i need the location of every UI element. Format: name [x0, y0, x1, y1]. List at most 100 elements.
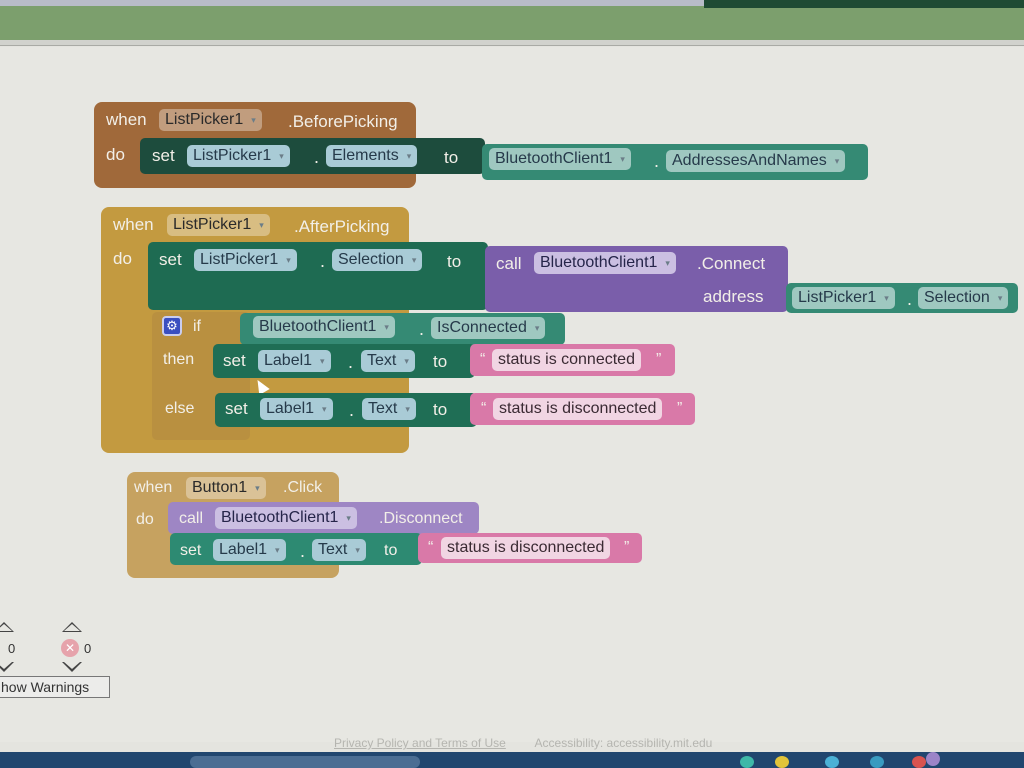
property-dropdown-selection[interactable]: Selection ▾ [918, 287, 1009, 309]
show-warnings-button[interactable]: how Warnings [0, 676, 110, 698]
gear-icon[interactable]: ⚙ [162, 316, 182, 336]
dot-separator: . [654, 151, 660, 171]
taskbar-search-box[interactable] [190, 756, 420, 768]
close-quote: ” [656, 351, 662, 368]
component-dropdown-bluetoothclient1[interactable]: BluetoothClient1 ▾ [534, 252, 676, 274]
error-next-arrow-icon[interactable] [62, 662, 82, 672]
chevron-down-icon: ▾ [404, 356, 409, 366]
dropdown-value: AddressesAndNames [672, 152, 827, 169]
else-keyword: else [165, 400, 195, 417]
chrome-icon[interactable] [912, 756, 926, 768]
footer: Privacy Policy and Terms of Use Accessib… [334, 736, 712, 750]
set-keyword: set [225, 399, 248, 418]
error-prev-arrow-icon[interactable] [62, 622, 82, 632]
component-dropdown-listpicker1[interactable]: ListPicker1 ▾ [159, 109, 262, 131]
warning-count: 0 [8, 641, 16, 656]
property-dropdown-selection[interactable]: Selection ▾ [332, 249, 423, 271]
text-value-field[interactable]: status is connected [492, 349, 641, 371]
if-keyword: if [193, 318, 201, 335]
method-name: .Disconnect [379, 510, 463, 527]
component-dropdown-label1[interactable]: Label1 ▾ [260, 398, 333, 420]
dot-separator: . [349, 400, 355, 420]
dropdown-value: Text [367, 352, 397, 369]
warning-next-arrow-icon[interactable] [0, 662, 14, 672]
dropdown-value: Label1 [266, 400, 315, 417]
property-dropdown-addresses-and-names[interactable]: AddressesAndNames ▾ [666, 150, 846, 172]
property-dropdown-is-connected[interactable]: IsConnected ▾ [431, 317, 546, 339]
browser-top-dark [704, 0, 1024, 8]
chevron-down-icon: ▾ [997, 293, 1003, 303]
chevron-down-icon: ▾ [279, 151, 284, 161]
dropdown-value: Label1 [219, 541, 268, 558]
do-keyword: do [113, 249, 132, 268]
property-dropdown-text[interactable]: Text ▾ [362, 398, 416, 420]
property-dropdown-text[interactable]: Text ▾ [361, 350, 415, 372]
dropdown-value: IsConnected [437, 319, 527, 336]
component-dropdown-listpicker1[interactable]: ListPicker1 ▾ [167, 214, 270, 236]
text-value-field[interactable]: status is disconnected [493, 398, 663, 420]
close-quote: ” [624, 539, 630, 556]
set-keyword: set [159, 250, 182, 269]
component-dropdown-listpicker1[interactable]: ListPicker1 ▾ [194, 249, 297, 271]
chevron-down-icon: ▾ [355, 545, 360, 555]
chevron-down-icon: ▾ [255, 483, 260, 493]
error-count: 0 [84, 641, 92, 656]
chevron-down-icon: ▾ [320, 356, 325, 366]
component-dropdown-bluetoothclient1[interactable]: BluetoothClient1 ▾ [489, 148, 631, 170]
chevron-down-icon: ▾ [346, 513, 351, 523]
property-dropdown-elements[interactable]: Elements ▾ [326, 145, 418, 167]
taskbar-app-icon[interactable] [775, 756, 789, 768]
text-value: status is disconnected [447, 539, 605, 556]
taskbar-app-icon[interactable] [740, 756, 754, 768]
event-name: .BeforePicking [288, 112, 398, 131]
accessibility-link[interactable]: Accessibility: accessibility.mit.edu [534, 736, 713, 750]
os-taskbar [0, 752, 1024, 768]
method-name: .Connect [697, 254, 766, 273]
chevron-down-icon: ▾ [406, 151, 412, 161]
set-label-text-connected[interactable] [213, 344, 475, 378]
dot-separator: . [907, 289, 913, 309]
dropdown-value: BluetoothClient1 [259, 318, 377, 335]
component-dropdown-label1[interactable]: Label1 ▾ [213, 539, 286, 561]
dropdown-value: Text [318, 541, 348, 558]
set-keyword: set [152, 146, 175, 165]
chevron-down-icon: ▾ [665, 258, 670, 268]
dropdown-value: ListPicker1 [165, 111, 244, 128]
event-name: .Click [283, 479, 323, 496]
component-dropdown-bluetoothclient1[interactable]: BluetoothClient1 ▾ [253, 316, 395, 338]
browser-top-strip [0, 0, 1024, 6]
chevron-down-icon: ▾ [884, 293, 889, 303]
when-keyword: when [134, 479, 173, 496]
text-value-field[interactable]: status is disconnected [441, 537, 611, 559]
chevron-down-icon: ▾ [384, 322, 389, 332]
taskbar-app-icon[interactable] [870, 756, 884, 768]
component-dropdown-label1[interactable]: Label1 ▾ [258, 350, 331, 372]
dropdown-value: BluetoothClient1 [495, 150, 613, 167]
do-keyword: do [106, 145, 125, 164]
to-keyword: to [444, 148, 459, 167]
component-dropdown-button1[interactable]: Button1 ▾ [186, 477, 266, 499]
property-dropdown-text[interactable]: Text ▾ [312, 539, 366, 561]
component-dropdown-bluetoothclient1[interactable]: BluetoothClient1 ▾ [215, 507, 357, 529]
chevron-down-icon: ▾ [275, 545, 280, 555]
call-keyword: call [179, 510, 204, 527]
text-value: status is connected [498, 351, 635, 368]
component-dropdown-listpicker1[interactable]: ListPicker1 ▾ [187, 145, 290, 167]
to-keyword: to [433, 400, 448, 419]
chevron-down-icon: ▾ [620, 154, 625, 164]
set-label-text-block[interactable] [170, 533, 422, 565]
taskbar-app-icon[interactable] [825, 756, 839, 768]
dropdown-value: ListPicker1 [193, 147, 272, 164]
when-keyword: when [113, 215, 154, 234]
dot-separator: . [300, 541, 306, 561]
component-dropdown-listpicker1[interactable]: ListPicker1 ▾ [792, 287, 895, 309]
notification-badge-icon [926, 752, 940, 766]
set-label-text-disconnected[interactable] [215, 393, 477, 427]
warning-prev-arrow-icon[interactable] [0, 622, 14, 632]
error-icon: ✕ [61, 639, 79, 657]
to-keyword: to [447, 252, 462, 271]
browser-top-band [0, 0, 1024, 40]
then-keyword: then [163, 351, 195, 368]
privacy-policy-link[interactable]: Privacy Policy and Terms of Use [334, 736, 506, 750]
call-keyword: call [496, 254, 522, 273]
